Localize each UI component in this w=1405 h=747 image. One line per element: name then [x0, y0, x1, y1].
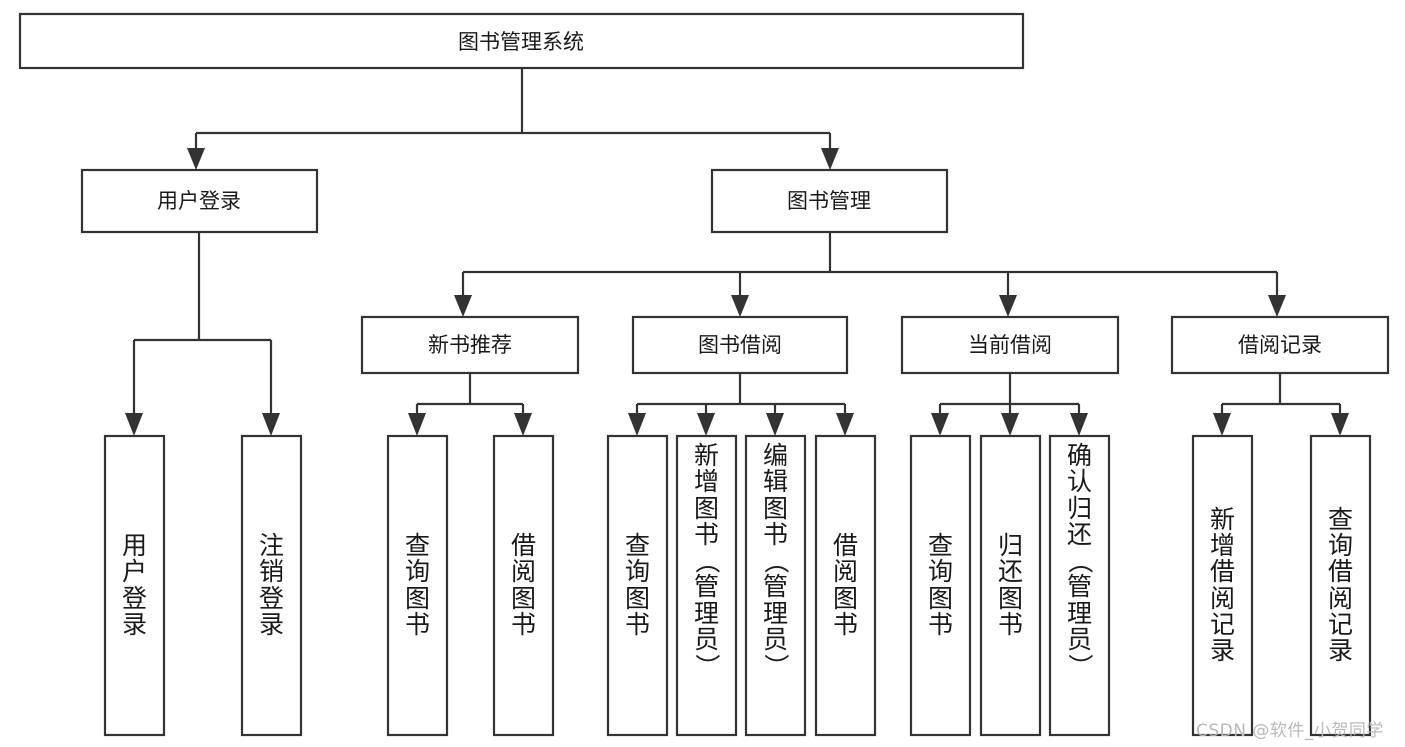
node-book-manage-label: 图书管理 [787, 189, 871, 213]
arrow-head-ul-leaf-2 [262, 413, 280, 436]
arrow-head-nbr-leaf-1 [408, 413, 426, 436]
node-new-book-rec[interactable]: 新书推荐 [360, 315, 580, 375]
node-user-login-label: 用户登录 [157, 189, 241, 213]
leaf-box-nbr-query[interactable] [386, 434, 449, 737]
leaf-box-bb-query[interactable] [606, 434, 669, 737]
arrow-head-bb-leaf-2 [697, 413, 715, 436]
arrow-head-bb-leaf-1 [628, 413, 646, 436]
arrow-head-to-current-borrow [999, 295, 1017, 317]
node-book-borrow-label: 图书借阅 [698, 333, 782, 357]
node-borrow-record-label: 借阅记录 [1238, 333, 1322, 357]
node-new-book-rec-label: 新书推荐 [428, 333, 512, 357]
node-user-login-box[interactable] [80, 168, 319, 234]
arrow-head-cb-leaf-3 [1070, 413, 1088, 436]
connector-root-to-level2 [187, 68, 839, 170]
arrow-head-bb-leaf-3 [766, 413, 784, 436]
node-current-borrow-box[interactable] [900, 315, 1120, 375]
node-book-manage-box[interactable] [710, 168, 949, 234]
arrow-head-bb-leaf-4 [836, 413, 854, 436]
arrow-head-cb-leaf-1 [931, 413, 949, 436]
connector-new-book-rec-to-leaves [408, 373, 532, 436]
node-book-manage[interactable]: 图书管理 [710, 168, 949, 234]
node-current-borrow[interactable]: 当前借阅 [900, 315, 1120, 375]
node-root-box[interactable] [18, 12, 1025, 70]
leaf-box-cb-confirm[interactable] [1048, 434, 1111, 737]
arrow-head-to-borrow-record [1268, 295, 1286, 317]
node-current-borrow-label: 当前借阅 [968, 333, 1052, 357]
node-root-label: 图书管理系统 [458, 30, 584, 54]
csdn-watermark: CSDN @软件_小贺同学 [1196, 721, 1384, 741]
arrow-head-to-book-borrow [731, 295, 749, 317]
leaf-box-bb-borrow[interactable] [814, 434, 877, 737]
connector-book-borrow-to-leaves [628, 373, 854, 436]
leaf-box-user-login[interactable] [103, 434, 166, 737]
connector-user-login-to-leaves [125, 232, 280, 436]
node-root[interactable]: 图书管理系统 [18, 12, 1025, 70]
node-user-login[interactable]: 用户登录 [80, 168, 319, 234]
node-book-borrow-box[interactable] [631, 315, 849, 375]
node-book-borrow[interactable]: 图书借阅 [631, 315, 849, 375]
arrow-head-to-user-login [187, 148, 205, 170]
leaf-box-nbr-borrow[interactable] [492, 434, 555, 737]
leaf-box-bb-edit[interactable] [744, 434, 807, 737]
leaf-box-cb-query[interactable] [909, 434, 972, 737]
connector-borrow-record-to-leaves [1213, 373, 1349, 436]
leaf-box-bb-add[interactable] [675, 434, 738, 737]
node-borrow-record[interactable]: 借阅记录 [1170, 315, 1390, 375]
arrow-head-ul-leaf-1 [125, 413, 143, 436]
leaf-box-cb-return[interactable] [979, 434, 1042, 737]
leaf-box-user-logout[interactable] [240, 434, 303, 737]
arrow-head-nbr-leaf-2 [514, 413, 532, 436]
arrow-head-cb-leaf-2 [1001, 413, 1019, 436]
arrow-head-to-book-manage [821, 148, 839, 170]
leaf-box-br-query[interactable] [1309, 434, 1372, 737]
arrow-head-to-new-book-rec [454, 295, 472, 317]
arrow-head-br-leaf-1 [1213, 413, 1231, 436]
connector-current-borrow-to-leaves [931, 373, 1088, 436]
arrow-head-br-leaf-2 [1331, 413, 1349, 436]
node-new-book-rec-box[interactable] [360, 315, 580, 375]
leaf-box-br-add[interactable] [1191, 434, 1254, 737]
connector-book-manage-to-level3 [454, 232, 1286, 317]
node-borrow-record-box[interactable] [1170, 315, 1390, 375]
